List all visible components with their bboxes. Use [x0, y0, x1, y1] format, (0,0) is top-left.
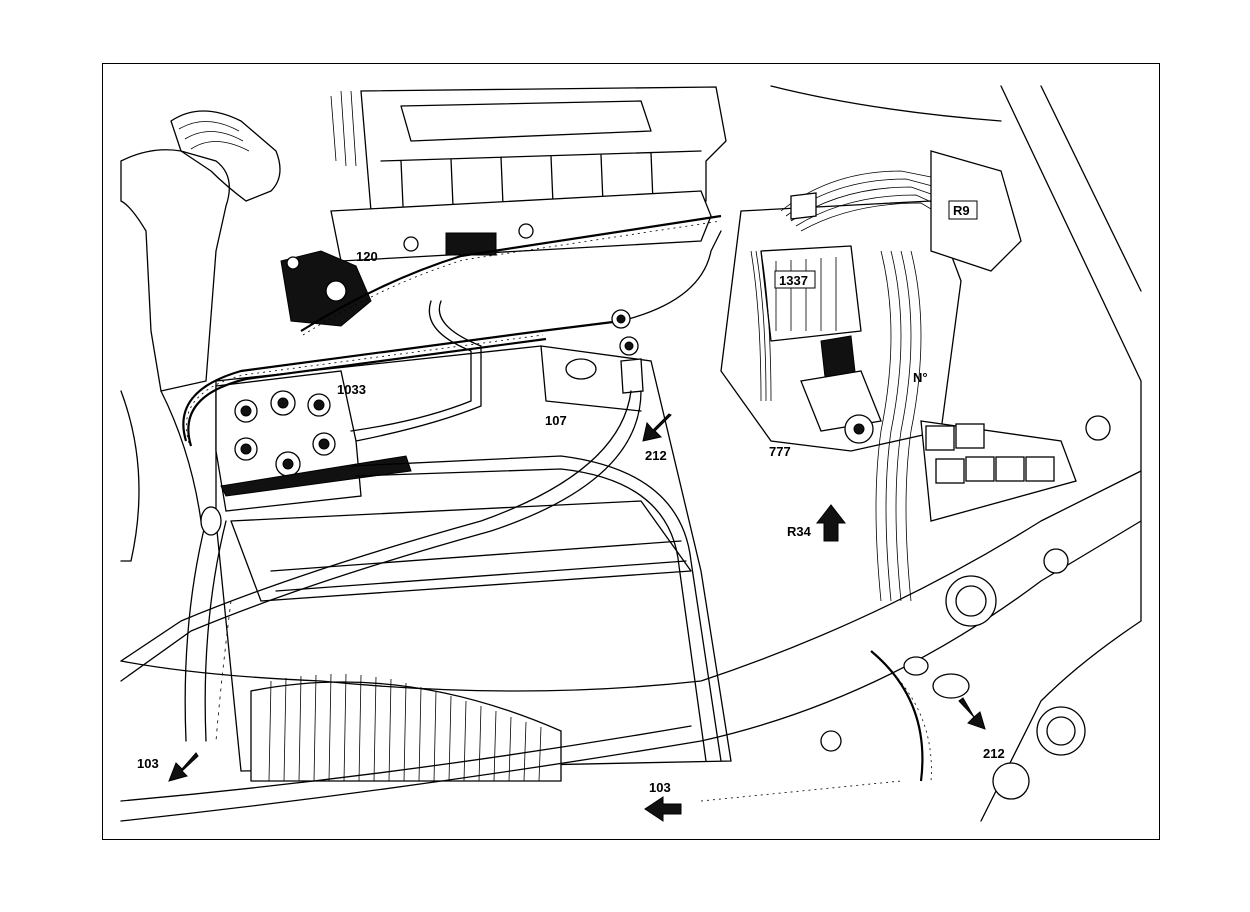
- arrow-212-top: [642, 413, 672, 442]
- relay-box: [720, 200, 962, 452]
- relay-cluster: [920, 420, 1077, 522]
- callout-107: 107: [545, 413, 567, 428]
- arrow-212-bottom: [958, 697, 986, 730]
- body-panel: [770, 85, 1142, 822]
- main-harness-tube: [120, 470, 1142, 822]
- callout-777: 777: [769, 444, 791, 459]
- callout-1033: 1033: [337, 382, 366, 397]
- svg-text:212: 212: [983, 746, 1005, 761]
- arrow-103-center: [644, 796, 682, 822]
- callout-n: N°: [913, 370, 928, 385]
- svg-text:103: 103: [137, 756, 159, 771]
- arrow-103-left: [168, 752, 199, 782]
- callout-212-top: 212: [645, 448, 667, 463]
- svg-text:103: 103: [649, 780, 671, 795]
- svg-text:777: 777: [769, 444, 791, 459]
- svg-text:R9: R9: [953, 203, 970, 218]
- engine-bay-drawing: 120 1033 107 212 1337 R9 N° 777 R34 212 …: [120, 85, 1142, 822]
- callout-r9: R9: [948, 200, 978, 220]
- callout-103-center: 103: [649, 780, 671, 795]
- arrow-r34: [815, 504, 847, 542]
- ground-lugs: [700, 650, 970, 802]
- callout-r34: R34: [787, 524, 812, 539]
- spiral-harness: [182, 214, 722, 447]
- svg-text:N°: N°: [913, 370, 928, 385]
- battery-cables: [120, 230, 722, 762]
- callout-212-bottom: 212: [983, 746, 1005, 761]
- svg-text:120: 120: [356, 249, 378, 264]
- sensor-120: [280, 250, 372, 327]
- callout-1337: 1337: [774, 270, 816, 289]
- left-harness: [184, 506, 232, 742]
- svg-text:107: 107: [545, 413, 567, 428]
- terminal-nuts: [234, 390, 336, 477]
- svg-text:1337: 1337: [779, 273, 808, 288]
- svg-text:1033: 1033: [337, 382, 366, 397]
- air-box: [330, 86, 727, 262]
- svg-text:R34: R34: [787, 524, 812, 539]
- corrugated-duct: [250, 673, 562, 782]
- callout-103-left: 103: [137, 756, 159, 771]
- air-intake-hose: [120, 110, 281, 562]
- diagram-frame: 120 1033 107 212 1337 R9 N° 777 R34 212 …: [102, 63, 1160, 840]
- callout-120: 120: [356, 249, 378, 264]
- svg-text:212: 212: [645, 448, 667, 463]
